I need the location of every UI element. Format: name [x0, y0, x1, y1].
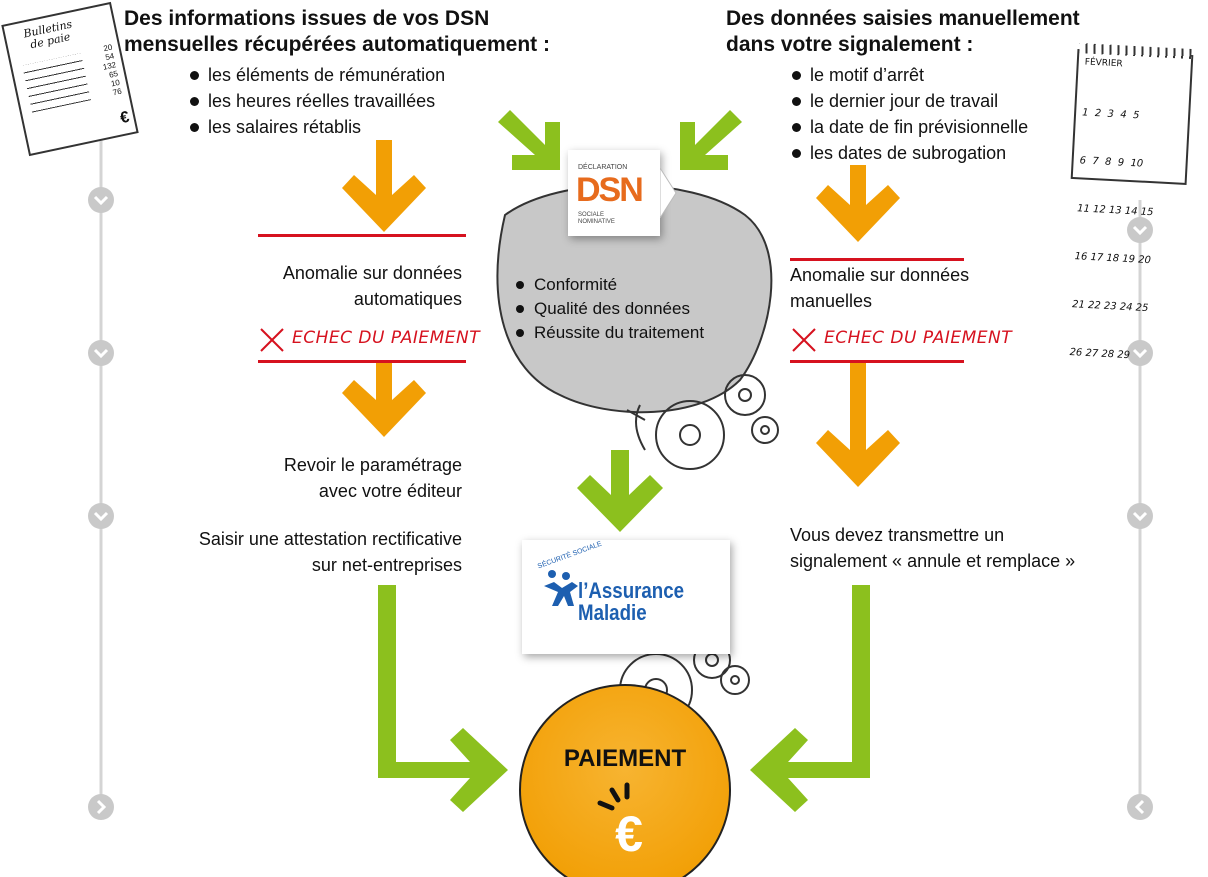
left-heading-line1: Des informations issues de vos DSN: [124, 7, 490, 30]
calendar-month: FÉVRIER: [1084, 57, 1123, 70]
dsn-logo-bottom1: SOCIALE: [578, 212, 605, 218]
dsn-play-icon: [660, 168, 677, 218]
dsn-logo: DÉCLARATION DSN SOCIALE NOMINATIVE: [568, 150, 660, 236]
right-heading-line1: Des données saisies manuellement: [726, 7, 1080, 30]
payslip-number: 76: [111, 86, 123, 98]
chevron-left-icon: [1127, 794, 1153, 820]
left-action-reconfigure: Revoir le paramétrage avec votre éditeur: [200, 452, 462, 504]
calendar-row: 6 7 8 9 10: [1079, 155, 1144, 170]
check-item: Conformité: [516, 273, 704, 297]
euro-icon: €: [118, 108, 131, 128]
right-failure-label: ECHEC DU PAIEMENT: [824, 328, 1013, 348]
right-anomaly-text: Anomalie sur données manuelles: [790, 262, 969, 314]
left-heading: Des informations issues de vos DSN mensu…: [124, 6, 550, 58]
gears-icon: [626, 374, 779, 470]
list-item: la date de fin prévisionnelle: [792, 114, 1028, 140]
payment-circle: [519, 684, 731, 877]
dsn-logo-top: DÉCLARATION: [578, 164, 628, 171]
list-item: les salaires rétablis: [190, 114, 445, 140]
assurance-maladie-logo: SÉCURITÉ SOCIALE l’Assurance Maladie: [522, 540, 730, 654]
right-action-line1: Vous devez transmettre un: [790, 525, 1005, 545]
euro-icon: €: [615, 806, 643, 862]
left-action1-line2: avec votre éditeur: [318, 481, 462, 501]
assurance-name-line1: l’Assurance: [578, 578, 685, 603]
calendar-illustration: FÉVRIER 1 2 3 4 5 6 7 8 9 10 11 12 13 14…: [1069, 43, 1194, 361]
chevron-down-icon: [1127, 340, 1153, 366]
left-anomaly-bottom-divider: [258, 360, 466, 363]
right-anomaly-line1: Anomalie sur données: [790, 265, 970, 285]
chevron-down-icon: [88, 340, 114, 366]
check-item: Qualité des données: [516, 297, 704, 321]
right-anomaly-top-divider: [790, 258, 964, 261]
left-action1-line1: Revoir le paramétrage: [283, 455, 462, 475]
assurance-figures-icon: [544, 570, 578, 606]
right-action-line2: signalement « annule et remplace »: [790, 551, 1076, 571]
list-item: le dernier jour de travail: [792, 88, 1028, 114]
right-manual-items-list: le motif d’arrêt le dernier jour de trav…: [792, 62, 1028, 166]
left-failure-label: ECHEC DU PAIEMENT: [292, 328, 481, 348]
assurance-name-line2: Maladie: [578, 600, 647, 625]
chevron-down-icon: [1127, 217, 1153, 243]
right-action-text: Vous devez transmettre un signalement « …: [790, 522, 1075, 574]
left-action-attestation: Saisir une attestation rectificative sur…: [130, 526, 462, 578]
check-item: Réussite du traitement: [516, 321, 704, 345]
left-anomaly-line2: automatiques: [353, 289, 462, 309]
list-item: les heures réelles travaillées: [190, 88, 445, 114]
right-heading: Des données saisies manuellement dans vo…: [726, 6, 1080, 58]
dsn-logo-letters: DSN: [576, 171, 644, 209]
left-anomaly-text: Anomalie sur données automatiques: [200, 260, 462, 312]
right-heading-line2: dans votre signalement :: [726, 33, 974, 56]
calendar-row: 16 17 18 19 20: [1074, 251, 1152, 267]
left-action2-line2: sur net-entreprises: [311, 555, 462, 575]
left-auto-items-list: les éléments de rémunération les heures …: [190, 62, 445, 140]
chevron-down-icon: [88, 187, 114, 213]
chevron-down-icon: [1127, 503, 1153, 529]
green-arrows: [378, 110, 870, 812]
payment-rays-icon: [597, 782, 630, 811]
left-anomaly-top-divider: [258, 234, 466, 237]
cross-icon: [260, 328, 284, 352]
calendar-row: 1 2 3 4 5: [1081, 107, 1140, 122]
chevron-down-icon: [88, 503, 114, 529]
left-action2-line1: Saisir une attestation rectificative: [198, 529, 462, 549]
left-heading-line2: mensuelles récupérées automatiquement :: [124, 33, 550, 56]
calendar-row: 26 27 28 29: [1069, 347, 1131, 362]
list-item: les éléments de rémunération: [190, 62, 445, 88]
dsn-logo-bottom2: NOMINATIVE: [578, 219, 615, 225]
list-item: les dates de subrogation: [792, 140, 1028, 166]
calendar-row: 21 22 23 24 25: [1071, 299, 1149, 315]
right-anomaly-line2: manuelles: [790, 291, 873, 311]
calendar-row: 11 12 13 14 15: [1076, 203, 1154, 219]
left-anomaly-line1: Anomalie sur données: [282, 263, 462, 283]
cross-icon: [792, 328, 816, 352]
chevron-right-icon: [88, 794, 114, 820]
dsn-check-list: Conformité Qualité des données Réussite …: [516, 273, 704, 345]
right-anomaly-bottom-divider: [790, 360, 964, 363]
list-item: le motif d’arrêt: [792, 62, 1028, 88]
orange-arrows: [342, 140, 900, 487]
payment-label: PAIEMENT: [563, 745, 687, 772]
